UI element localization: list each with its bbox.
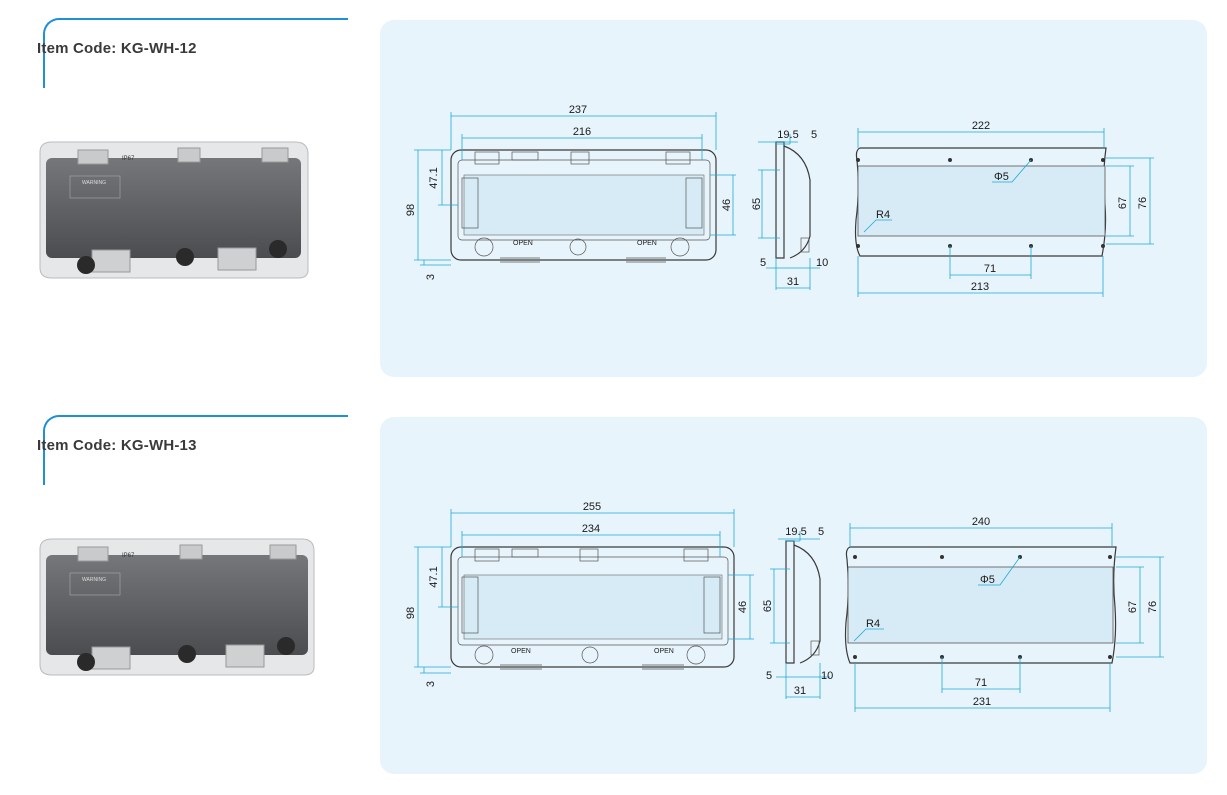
dim-pitch: 71 [984,263,996,275]
cutout-view: 222 Φ5 R4 67 76 71 213 [854,120,1154,297]
side-view: 19.5 5 65 5 10 31 [762,526,833,699]
dim-bottom: 3 [425,681,437,687]
dim-pitch: 71 [975,677,987,689]
dim-cutout-width: 222 [972,120,990,132]
item-code-frame [43,415,348,485]
latch-knob-icon [178,645,196,663]
product-photo: IP67 WARNING [39,538,315,676]
product-section-kg-wh-12: Item Code: KG-WH-12 IP67 WARNING [0,0,1227,380]
open-label: OPEN [511,648,531,655]
technical-drawing: OPEN OPEN 237 216 98 47.1 46 3 [405,104,1154,297]
dim-side-bottom-b: 10 [816,257,828,269]
dim-inner-height: 67 [1127,601,1139,613]
open-label: OPEN [513,240,533,247]
item-code-label: Item Code: KG-WH-13 [37,437,197,454]
latch-knob-icon [176,248,194,266]
dim-outer-height: 76 [1137,197,1149,209]
dim-inner-width: 216 [573,126,591,138]
dim-side-height: 65 [751,198,763,210]
dim-hole: Φ5 [980,574,995,586]
dim-side-height: 65 [762,600,774,612]
dim-side-top-a: 19.5 [777,129,798,141]
technical-drawing-panel: OPEN OPEN 255 234 98 47.1 46 3 [380,417,1207,774]
dim-window: 46 [721,199,733,211]
dim-height: 98 [405,204,417,216]
technical-drawing-panel: OPEN OPEN 237 216 98 47.1 46 3 [380,20,1207,377]
product-photo: IP67 WARNING [39,141,309,279]
dim-outer-height: 76 [1147,601,1159,613]
item-code-label: Item Code: KG-WH-12 [37,40,197,57]
dim-upper: 47.1 [428,566,440,587]
dim-bottom: 3 [425,274,437,280]
open-label: OPEN [654,648,674,655]
latch-knob-icon [269,240,287,258]
dim-inner-height: 67 [1117,197,1129,209]
dim-side-bottom-a: 5 [760,257,766,269]
dim-cutout-width: 240 [972,516,990,528]
front-view: OPEN OPEN 237 216 98 47.1 46 3 [405,104,736,280]
photo-warning-text: WARNING [82,577,106,583]
latch-knob-icon [277,637,295,655]
dim-hole-span: 231 [973,696,991,708]
dim-side-top-b: 5 [811,129,817,141]
latch-knob-icon [77,256,95,274]
front-view: OPEN OPEN 255 234 98 47.1 46 3 [405,501,754,687]
product-section-kg-wh-13: Item Code: KG-WH-13 IP67 WARNING [0,397,1227,777]
dim-side-top-b: 5 [818,526,824,538]
dim-overall-width: 255 [583,501,601,513]
dim-side-bottom-b: 10 [821,670,833,682]
dim-side-depth: 31 [787,276,799,288]
dim-overall-width: 237 [569,104,587,116]
dim-radius: R4 [876,209,890,221]
dim-radius: R4 [866,618,880,630]
dim-side-depth: 31 [794,685,806,697]
dim-hole: Φ5 [994,171,1009,183]
dim-inner-width: 234 [582,523,600,535]
dim-side-bottom-a: 5 [766,670,772,682]
dim-height: 98 [405,607,417,619]
latch-knob-icon [77,653,95,671]
photo-small-text: IP67 [122,553,135,559]
photo-small-text: IP67 [122,156,135,162]
photo-warning-text: WARNING [82,180,106,186]
cutout-view: 240 Φ5 R4 67 76 71 231 [844,516,1164,712]
dim-window: 46 [737,601,749,613]
item-code-frame [43,18,348,88]
dim-upper: 47.1 [428,167,440,188]
dim-side-top-a: 19.5 [785,526,806,538]
dim-hole-span: 213 [971,281,989,293]
technical-drawing: OPEN OPEN 255 234 98 47.1 46 3 [405,501,1164,712]
open-label: OPEN [637,240,657,247]
side-view: 19.5 5 65 5 10 31 [751,129,828,290]
